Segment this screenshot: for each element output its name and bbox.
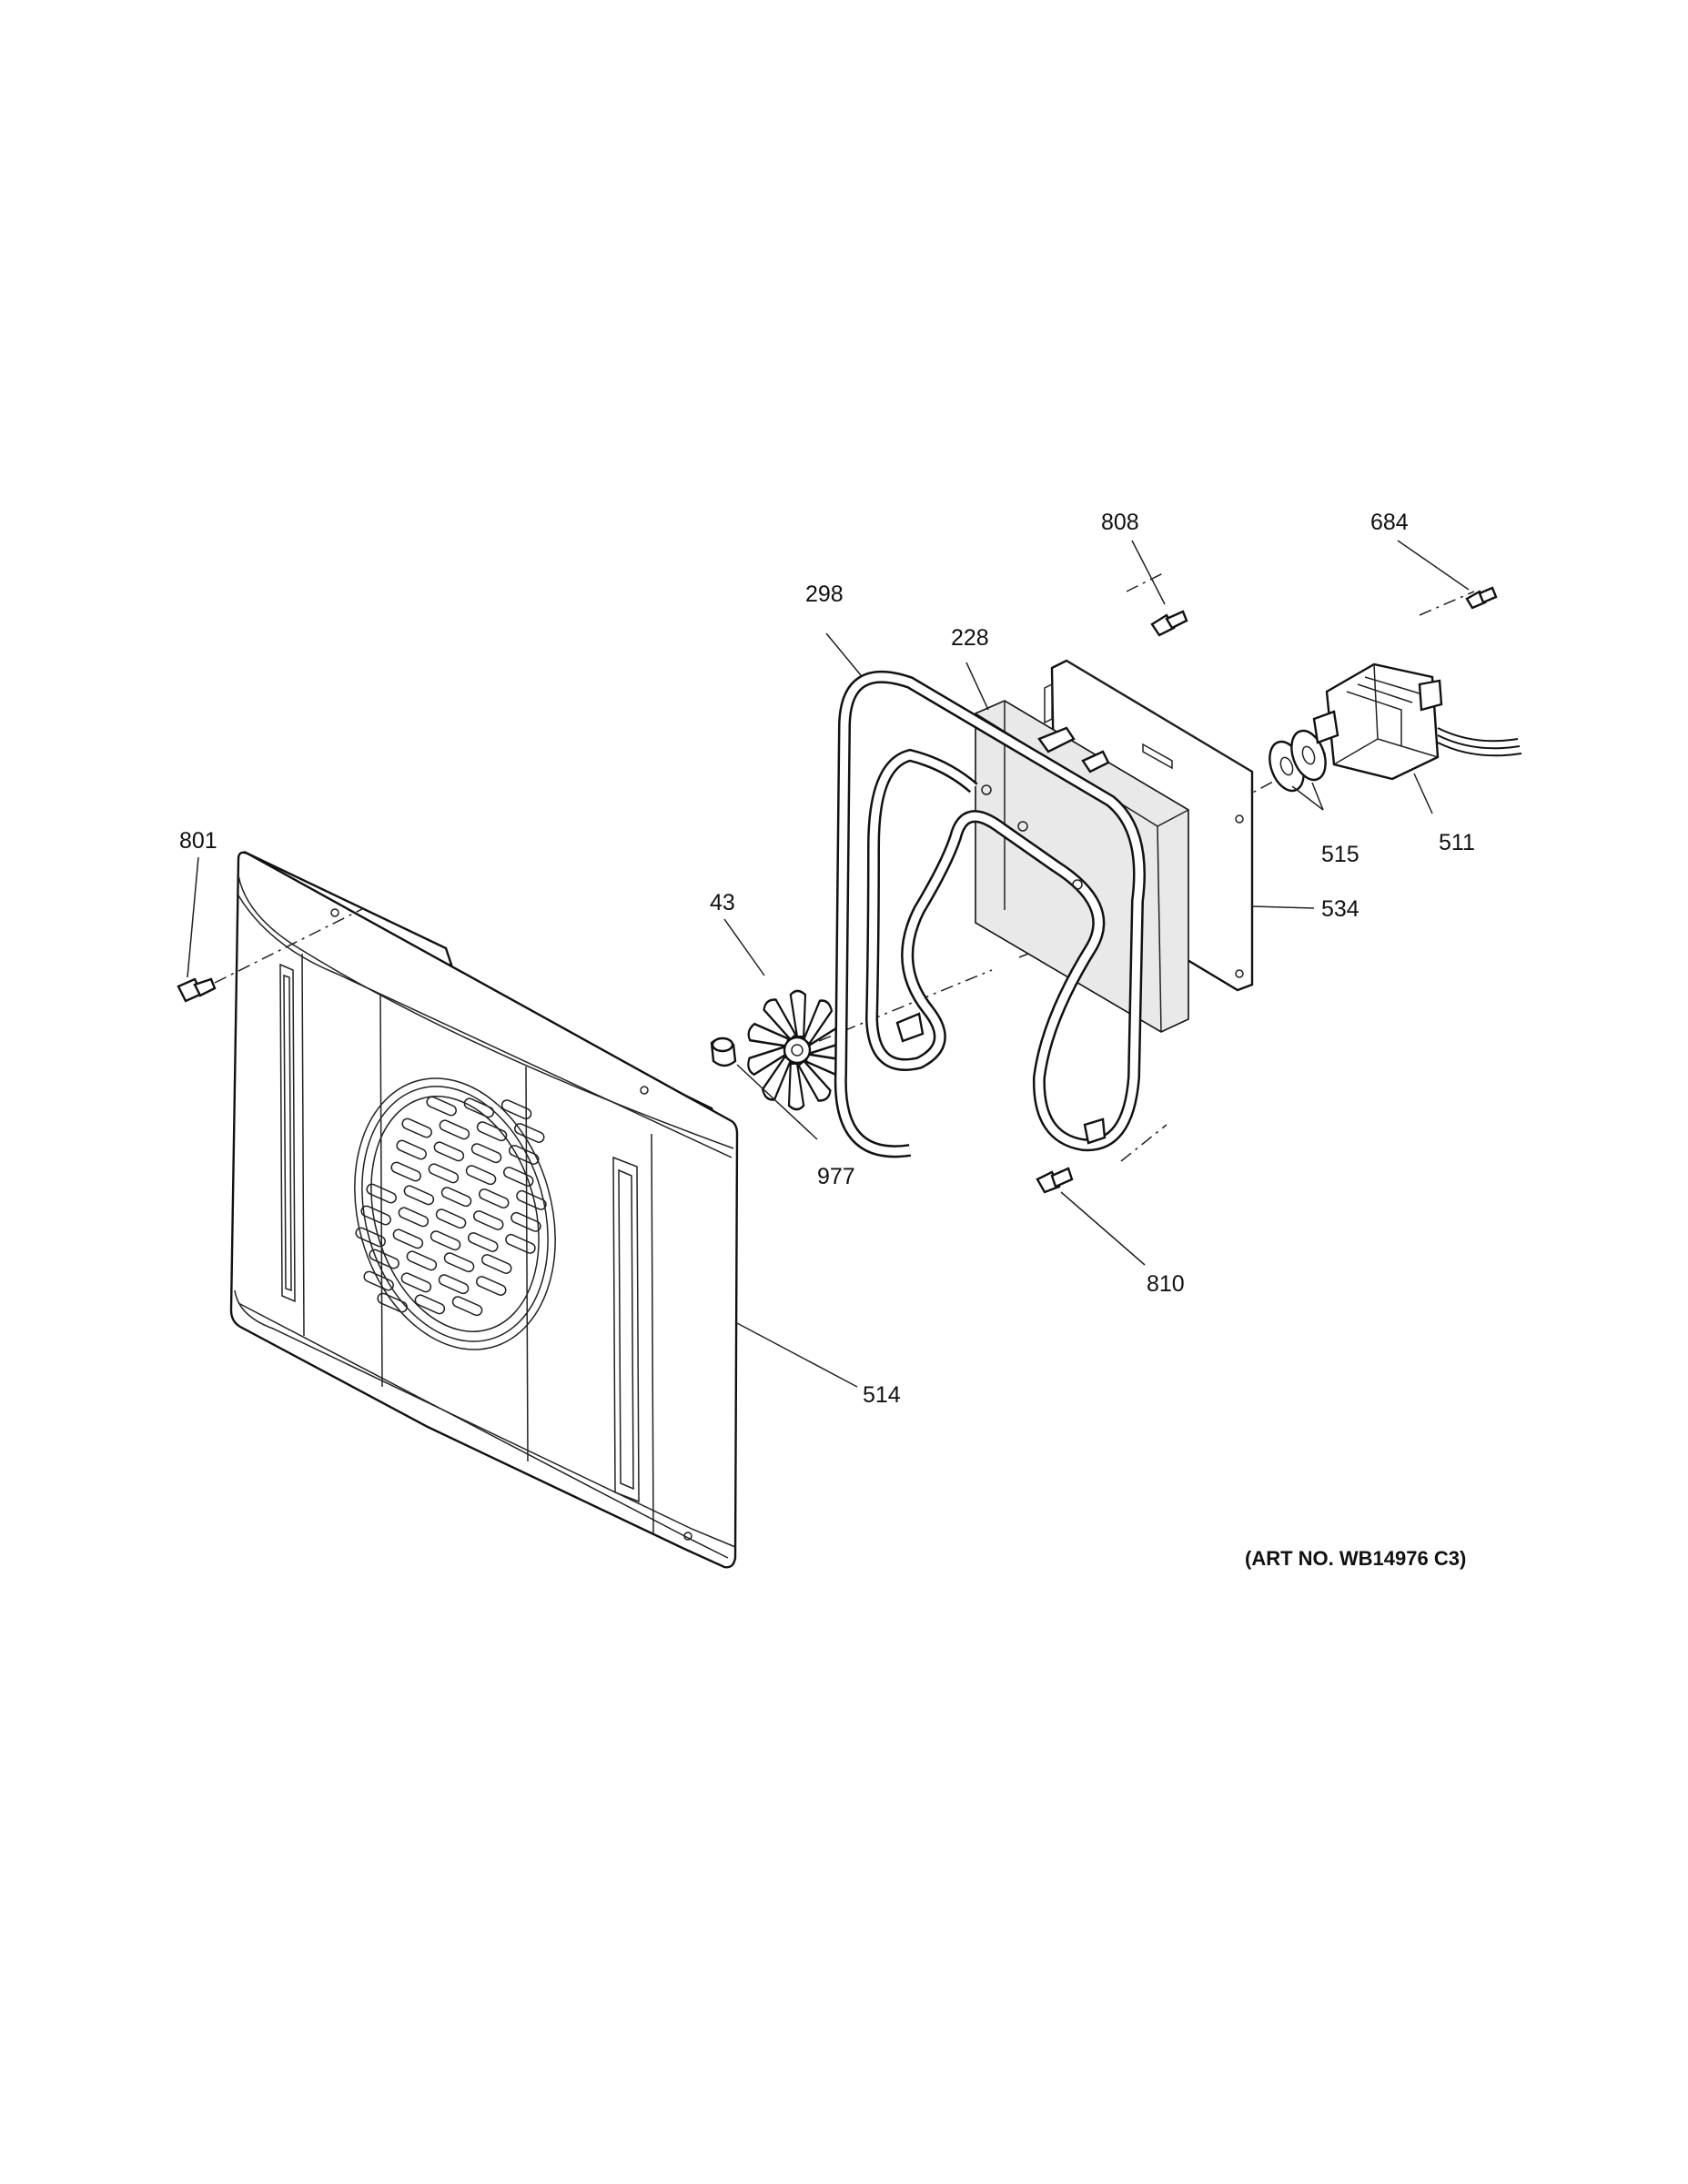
grille-slot — [438, 1274, 470, 1295]
grille-slot — [369, 1249, 399, 1269]
part-labels: 801 43 298 228 808 684 515 511 534 977 8… — [179, 510, 1475, 1570]
grille-slot — [476, 1121, 508, 1142]
label-515: 515 — [1321, 842, 1359, 867]
grille-slot — [505, 1233, 536, 1254]
grille-slot — [470, 1143, 502, 1164]
grille-slot — [355, 1227, 386, 1248]
grille-slot — [439, 1119, 470, 1140]
part-810-screw — [1036, 1167, 1074, 1194]
grille-slot — [428, 1163, 460, 1184]
part-514-rear-panel — [229, 850, 739, 1569]
art-number: (ART NO. WB14976 C3) — [1245, 1547, 1466, 1570]
grille-slot — [366, 1183, 397, 1204]
grille-slot — [398, 1207, 430, 1228]
part-43-fan-blade — [747, 989, 847, 1111]
label-808: 808 — [1101, 510, 1139, 535]
vent-grille-slots — [355, 1096, 547, 1317]
grille-slot — [377, 1292, 408, 1313]
fan-blade — [747, 1046, 788, 1077]
grille-slot — [430, 1230, 461, 1251]
fan-blade — [763, 998, 797, 1041]
grille-slot — [476, 1276, 507, 1296]
grille-slot — [360, 1205, 391, 1226]
label-977: 977 — [817, 1164, 855, 1189]
grille-slot — [473, 1210, 504, 1230]
grille-slot — [390, 1161, 421, 1182]
grille-slot — [479, 1188, 510, 1208]
grille-slot — [468, 1232, 499, 1252]
grille-slot — [406, 1250, 438, 1271]
fan-blade — [797, 1059, 832, 1102]
grille-slot — [426, 1096, 457, 1117]
grille-slot — [433, 1141, 465, 1162]
label-43: 43 — [710, 890, 735, 915]
grille-slot — [465, 1165, 497, 1186]
part-977-nut — [710, 1036, 737, 1067]
part-684-screw — [1465, 586, 1498, 610]
grille-slot — [403, 1185, 435, 1206]
grille-slot — [443, 1252, 475, 1273]
grille-slot — [392, 1228, 424, 1249]
grille-slot — [500, 1099, 532, 1120]
fan-blade — [789, 989, 807, 1038]
label-534: 534 — [1321, 896, 1359, 922]
part-511-motor — [1312, 662, 1522, 781]
fan-blade — [747, 1022, 790, 1047]
grille-slot — [400, 1272, 432, 1293]
label-810: 810 — [1147, 1271, 1185, 1297]
grille-slot — [481, 1254, 512, 1274]
label-514: 514 — [863, 1382, 901, 1408]
grille-slot — [451, 1296, 483, 1317]
grille-slot — [503, 1167, 534, 1187]
grille-slot — [363, 1270, 394, 1291]
grille-slot — [414, 1294, 446, 1315]
grille-slot — [509, 1145, 540, 1165]
label-298: 298 — [805, 581, 844, 607]
part-808-screw — [1150, 610, 1188, 637]
grille-slot — [396, 1139, 427, 1160]
grille-slot — [463, 1097, 495, 1118]
label-511: 511 — [1439, 830, 1475, 855]
fan-blade — [803, 999, 834, 1046]
leader-lines — [187, 540, 1470, 1388]
grille-slot — [514, 1123, 545, 1143]
fan-blade — [787, 1062, 805, 1111]
part-298-heating-element — [834, 670, 1146, 1158]
part-801-screw — [177, 907, 365, 1003]
grille-slot — [516, 1189, 547, 1210]
label-801: 801 — [179, 828, 217, 854]
grille-slot — [440, 1187, 472, 1208]
label-228: 228 — [951, 625, 989, 651]
grille-slot — [435, 1208, 467, 1229]
grille-slot — [401, 1117, 432, 1138]
grille-slot — [510, 1211, 541, 1232]
label-684: 684 — [1370, 510, 1409, 535]
